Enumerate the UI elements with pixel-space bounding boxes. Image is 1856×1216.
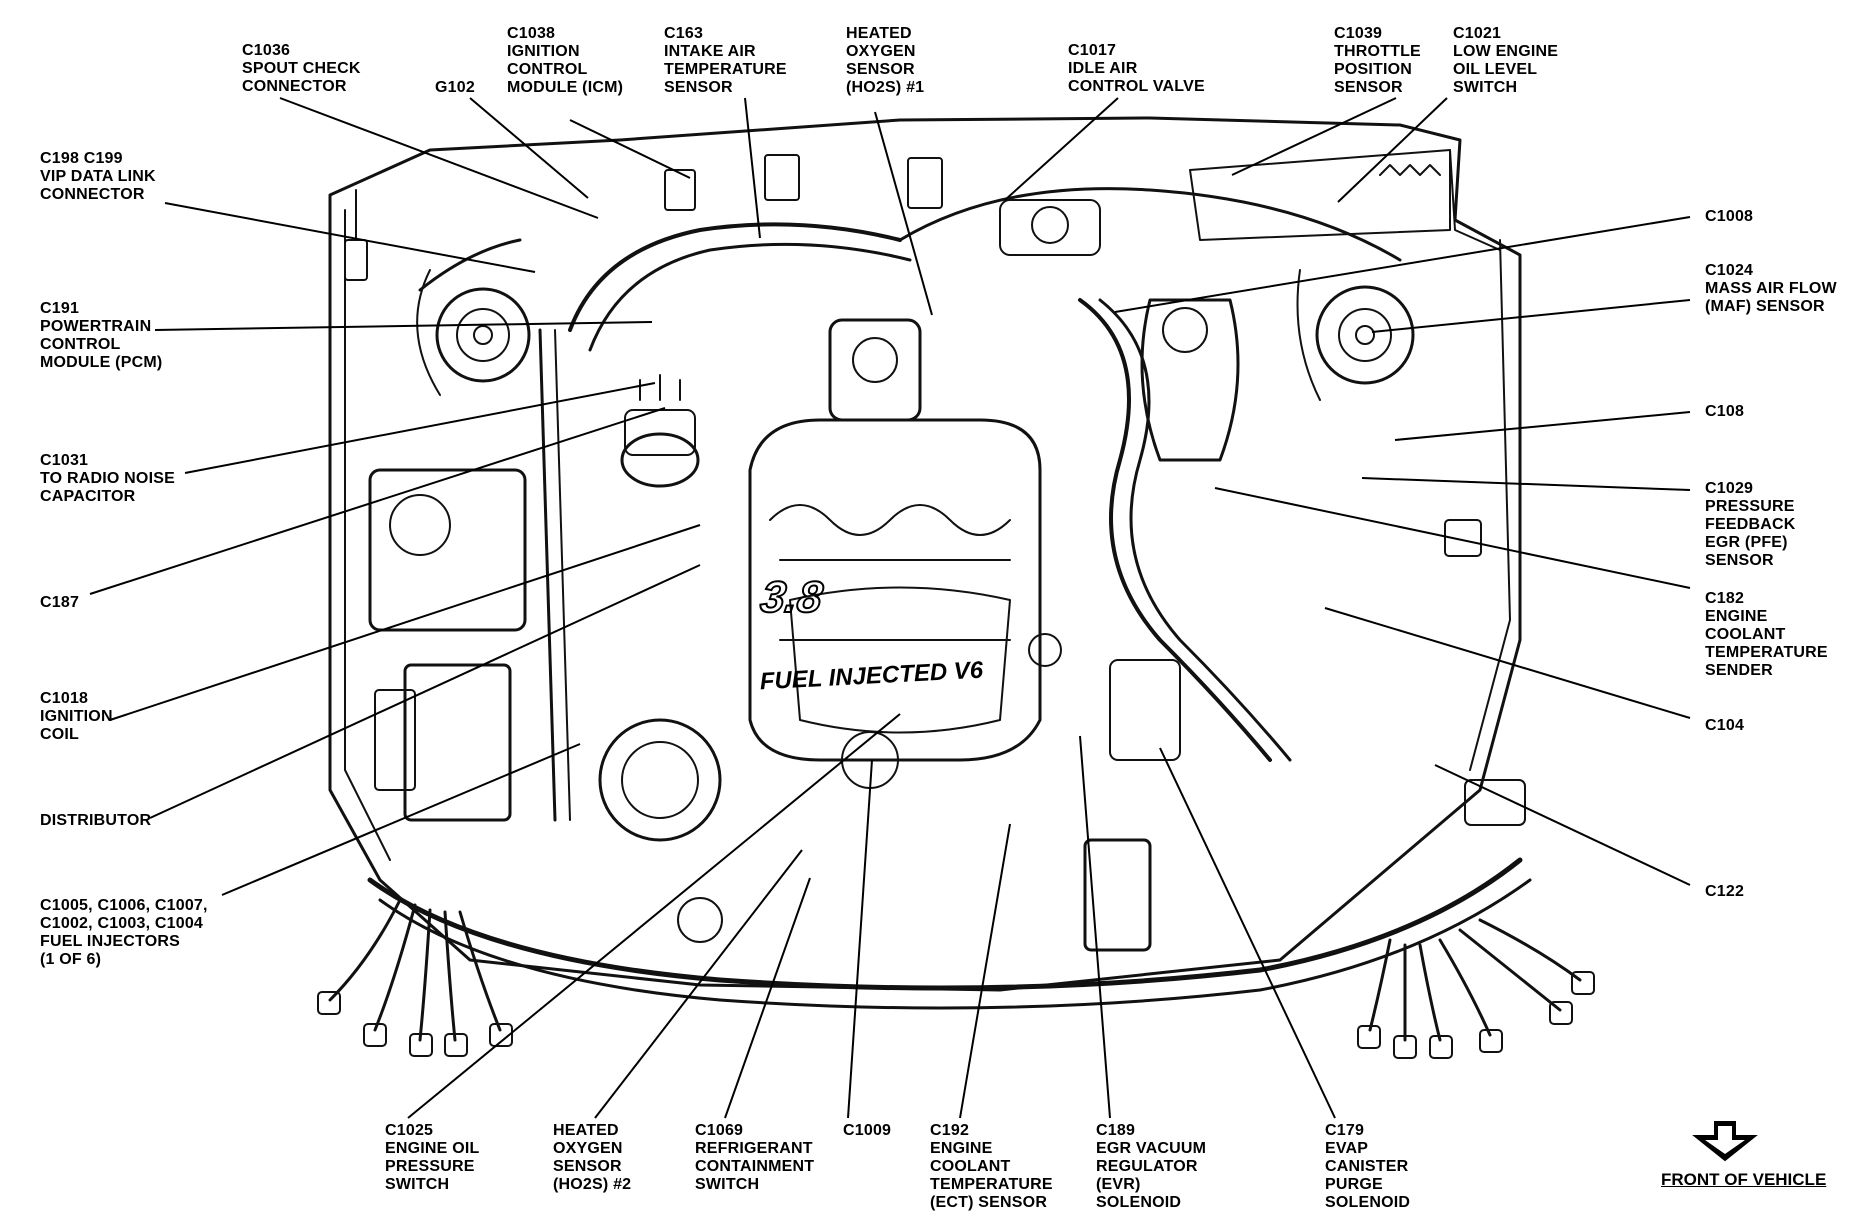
label-c1017-idle-air-control-valve: C1017 IDLE AIR CONTROL VALVE xyxy=(1068,42,1205,95)
label-c189-egr-vacuum-regulator-solenoid: C189 EGR VACUUM REGULATOR (EVR) SOLENOID xyxy=(1096,1122,1207,1211)
label-c1008: C1008 xyxy=(1705,208,1754,225)
label-distributor: DISTRIBUTOR xyxy=(40,812,152,829)
label-c1018-ignition-coil: C1018 IGNITION COIL xyxy=(40,690,113,743)
label-c191-powertrain-control-module: C191 POWERTRAIN CONTROL MODULE (PCM) xyxy=(40,300,163,371)
engine-script-badge: FUEL INJECTED V6 xyxy=(759,657,984,696)
label-c1031-radio-noise-capacitor: C1031 TO RADIO NOISE CAPACITOR xyxy=(40,452,175,505)
label-c179-evap-canister-purge-solenoid: C179 EVAP CANISTER PURGE SOLENOID xyxy=(1325,1122,1411,1211)
label-c1038-ignition-control-module: C1038 IGNITION CONTROL MODULE (ICM) xyxy=(507,25,624,96)
label-c108: C108 xyxy=(1705,403,1745,420)
label-c192-ect-sensor: C192 ENGINE COOLANT TEMPERATURE (ECT) SE… xyxy=(930,1122,1053,1211)
label-c198-c199-vip-data-link-connector: C198 C199 VIP DATA LINK CONNECTOR xyxy=(40,150,156,203)
label-c122: C122 xyxy=(1705,883,1745,900)
label-c187: C187 xyxy=(40,594,80,611)
label-c1009: C1009 xyxy=(843,1122,892,1139)
label-c1024-mass-air-flow-sensor: C1024 MASS AIR FLOW (MAF) SENSOR xyxy=(1705,262,1837,315)
front-arrow-icon xyxy=(1692,1121,1758,1162)
label-heated-oxygen-sensor-1: HEATED OXYGEN SENSOR (HO2S) #1 xyxy=(846,25,925,96)
label-c1069-refrigerant-containment-switch: C1069 REFRIGERANT CONTAINMENT SWITCH xyxy=(695,1122,815,1193)
label-c1029-pfe-sensor: C1029 PRESSURE FEEDBACK EGR (PFE) SENSOR xyxy=(1705,480,1796,569)
label-fuel-injectors: C1005, C1006, C1007, C1002, C1003, C1004… xyxy=(40,897,208,968)
label-c1036-spout-check-connector: C1036 SPOUT CHECK CONNECTOR xyxy=(242,42,361,95)
label-c1021-low-engine-oil-level-switch: C1021 LOW ENGINE OIL LEVEL SWITCH xyxy=(1453,25,1559,96)
leader-lines xyxy=(89,97,1691,1119)
label-c163-intake-air-temperature-sensor: C163 INTAKE AIR TEMPERATURE SENSOR xyxy=(664,25,787,96)
label-c1025-engine-oil-pressure-switch: C1025 ENGINE OIL PRESSURE SWITCH xyxy=(385,1122,480,1193)
label-c182-engine-coolant-temperature-sender: C182 ENGINE COOLANT TEMPERATURE SENDER xyxy=(1705,590,1828,679)
engine-displacement-badge: 3.8 xyxy=(758,573,826,622)
label-heated-oxygen-sensor-2: HEATED OXYGEN SENSOR (HO2S) #2 xyxy=(553,1122,632,1193)
label-c1039-throttle-position-sensor: C1039 THROTTLE POSITION SENSOR xyxy=(1334,25,1421,96)
label-c104: C104 xyxy=(1705,717,1745,734)
engine-artwork xyxy=(317,116,1595,1059)
front-of-vehicle-label: FRONT OF VEHICLE xyxy=(1661,1170,1827,1189)
label-g102: G102 xyxy=(435,79,475,96)
